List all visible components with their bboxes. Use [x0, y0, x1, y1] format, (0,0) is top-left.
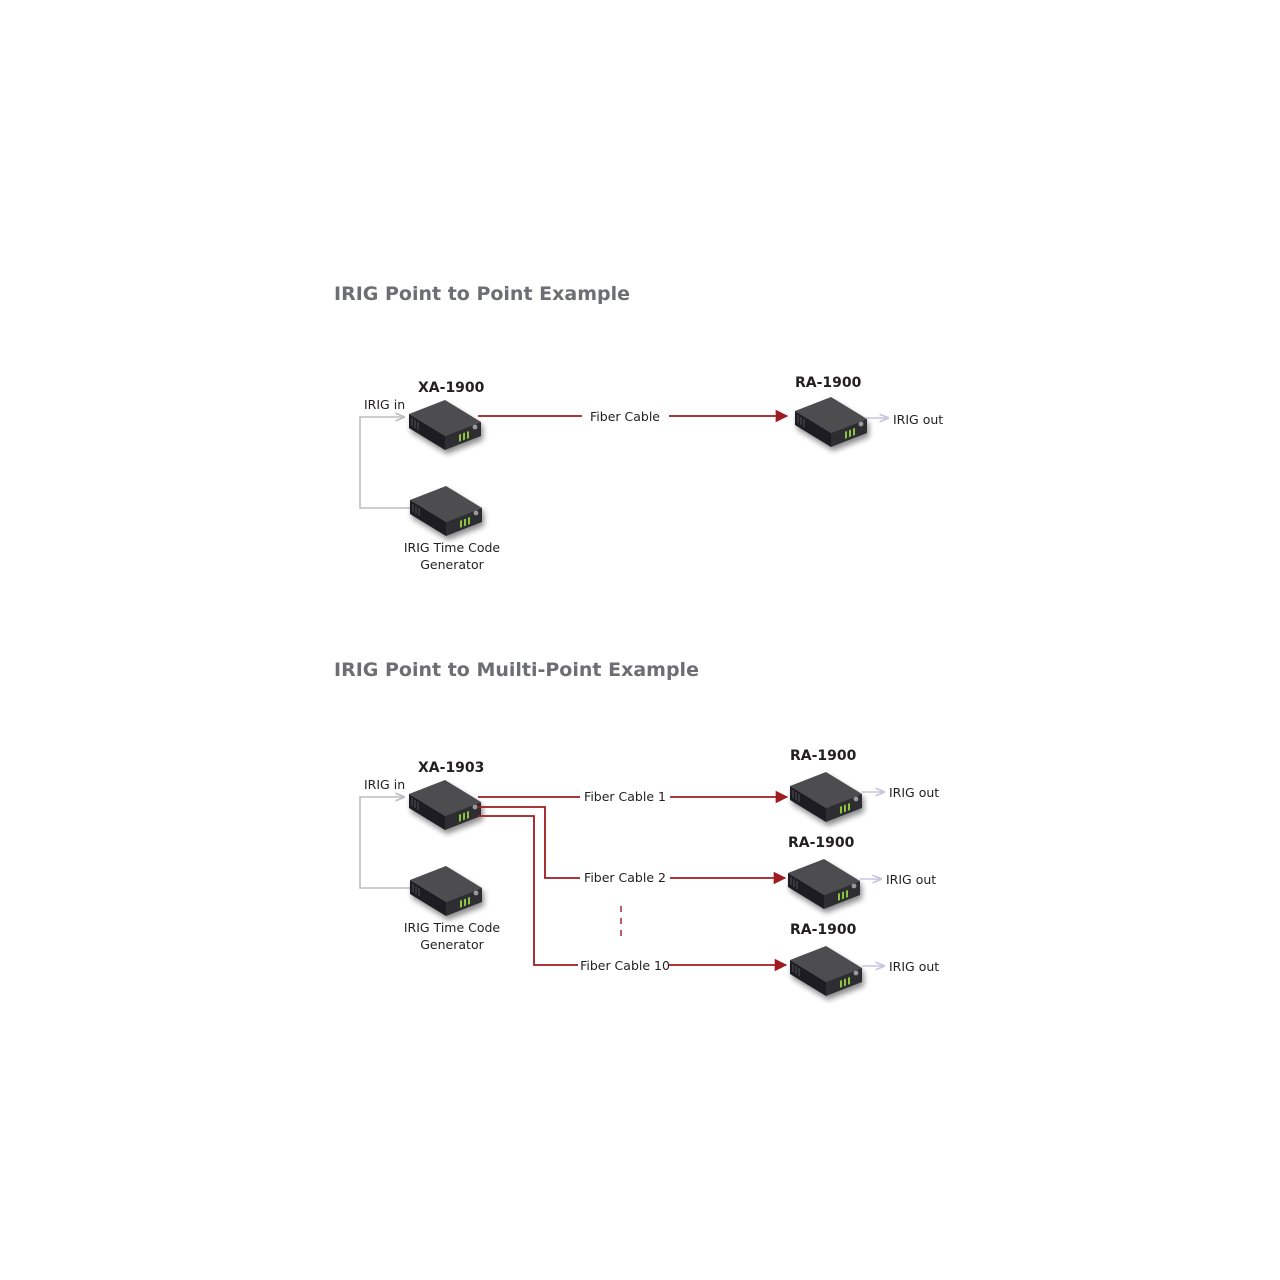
- network-box-icon: [787, 858, 861, 910]
- fiber-cable-10-label: Fiber Cable 10: [580, 958, 670, 973]
- irig-out-1-label: IRIG out: [889, 785, 939, 800]
- fiber-cable-1-label: Fiber Cable 1: [584, 789, 666, 804]
- irig-out-label: IRIG out: [893, 412, 943, 427]
- fiber-cable-2-label: Fiber Cable 2: [584, 870, 666, 885]
- irig-out-3-label: IRIG out: [889, 959, 939, 974]
- receiver-2-name: RA-1900: [788, 835, 855, 851]
- network-box-icon: [789, 945, 863, 997]
- irig-in-connector: [359, 417, 410, 509]
- generator-label-line2: Generator: [420, 937, 484, 952]
- receiver-3-name: RA-1900: [790, 922, 857, 938]
- network-box-icon: [794, 396, 868, 448]
- irig-in-label: IRIG in: [364, 397, 405, 412]
- irig-out-2-label: IRIG out: [886, 872, 936, 887]
- irig-in-label: IRIG in: [364, 777, 405, 792]
- network-box-icon: [409, 485, 483, 537]
- irig-in-connector: [359, 797, 410, 889]
- transmitter-name: XA-1900: [418, 380, 485, 396]
- generator-label-line1: IRIG Time Code: [404, 920, 501, 935]
- generator-label-line2: Generator: [420, 557, 484, 572]
- receiver-name: RA-1900: [795, 375, 862, 391]
- diagram2-title: IRIG Point to Muilti-Point Example: [334, 659, 699, 681]
- network-box-icon: [789, 771, 863, 823]
- transmitter-name: XA-1903: [418, 760, 484, 776]
- network-box-icon: [409, 865, 483, 917]
- generator-label-line1: IRIG Time Code: [404, 540, 501, 555]
- diagram1-title: IRIG Point to Point Example: [334, 283, 630, 305]
- fiber-cable-10-line: [478, 815, 578, 966]
- network-box-icon: [408, 779, 482, 831]
- network-box-icon: [408, 399, 482, 451]
- fiber-cable-2-line: [478, 806, 580, 879]
- receiver-1-name: RA-1900: [790, 748, 857, 764]
- fiber-cable-label: Fiber Cable: [590, 409, 660, 424]
